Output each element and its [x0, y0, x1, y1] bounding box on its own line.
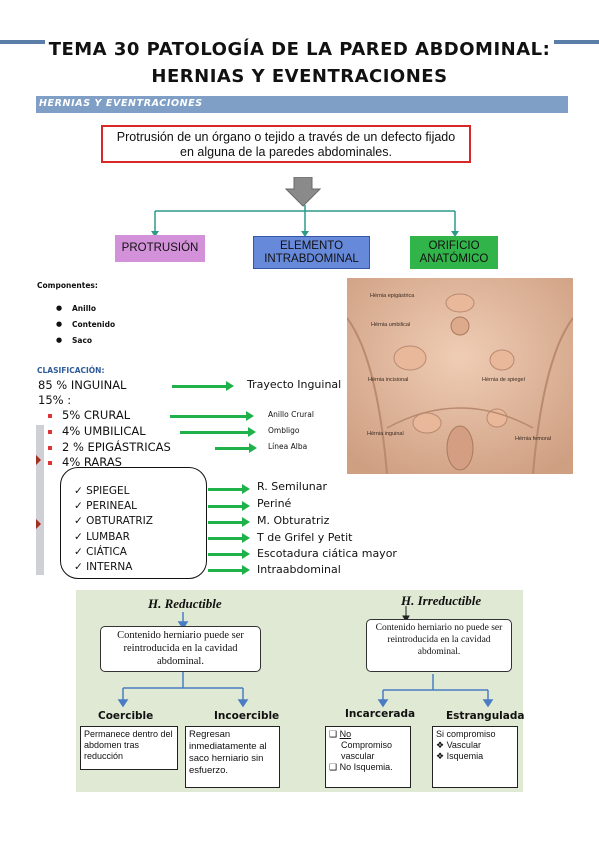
- section-header: HERNIAS Y EVENTRACIONES: [36, 96, 568, 113]
- incarcerada-line: ❑ No: [329, 729, 352, 739]
- anatomy-image: Hérnia epigástrica Hérnia umbilical Hérn…: [347, 278, 573, 474]
- diagram-connectors: [117, 606, 494, 708]
- tag-orificio: ORIFICIO ANATÓMICO: [410, 236, 498, 269]
- list-item: Saco: [56, 336, 115, 352]
- incarcerada-line: ❑ No Isquemia.: [329, 762, 393, 772]
- checkbox-icon: ❑: [329, 729, 338, 739]
- reductible-title: H. Reductible: [148, 596, 222, 611]
- epigastrica-text: 2 % EPIGÁSTRICAS: [62, 440, 171, 454]
- umbilical-text: 4% UMBILICAL: [62, 424, 146, 438]
- incarcerada-line: Compromiso vascular: [341, 740, 393, 761]
- checkbox-icon: ❑: [329, 762, 338, 772]
- umbilical-dest: Ombligo: [268, 426, 300, 435]
- percent-15: 15% :: [38, 393, 72, 407]
- classification-label: CLASIFICACIÓN:: [37, 366, 105, 375]
- components-list: Anillo Contenido Saco: [56, 304, 115, 352]
- rare-dest: Periné: [257, 497, 292, 510]
- inguinal-dest: Trayecto Inguinal: [247, 378, 342, 391]
- arrow-right-icon: [208, 484, 250, 494]
- anatomy-label: Hérnia inguinal: [367, 431, 404, 437]
- incarcerada-box: ❑ No Compromiso vascular ❑ No Isquemia.: [325, 726, 411, 788]
- torso-illustration: [347, 278, 573, 474]
- components-label: Componentes:: [37, 281, 98, 290]
- anatomy-label: Hérnia de spiegel: [482, 377, 525, 383]
- section-header-label: HERNIAS Y EVENTRACIONES: [39, 98, 203, 109]
- arrow-right-icon: [170, 411, 254, 421]
- estrangulada-line: Si compromiso: [436, 729, 496, 739]
- estrangulada-box: Si compromiso ❖ Vascular ❖ Isquemia: [432, 726, 518, 788]
- bullet-icon: [48, 414, 52, 418]
- inguinal-text: 85 % INGUINAL: [38, 378, 127, 392]
- epigastrica-dest: Línea Alba: [268, 442, 308, 451]
- arrow-right-icon: [208, 533, 250, 543]
- rare-item: ✓ PERINEAL: [74, 500, 138, 512]
- rare-hernias-box: [60, 467, 207, 579]
- page-title: TEMA 30 PATOLOGÍA DE LA PARED ABDOMINAL:…: [0, 36, 599, 90]
- rare-dest: R. Semilunar: [257, 480, 328, 493]
- anatomy-label: Hérnia umbilical: [371, 322, 411, 328]
- arrow-right-icon: [208, 565, 250, 575]
- diamond-bullet-icon: ❖: [436, 751, 445, 761]
- down-arrow-icon: [285, 177, 321, 207]
- arrow-right-icon: [215, 443, 257, 453]
- rare-item: ✓ CIÁTICA: [74, 546, 127, 558]
- rare-item: ✓ OBTURATRIZ: [74, 515, 153, 527]
- estrangulada-line: ❖ Vascular: [436, 740, 481, 750]
- marker-icon: [36, 455, 41, 465]
- incarcerada-title: Incarcerada: [345, 708, 416, 720]
- crural-text: 5% CRURAL: [62, 408, 131, 422]
- reducibility-diagram: H. Reductible H. Irreductible Contenido …: [76, 590, 525, 792]
- estrangulada-line: ❖ Isquemia: [436, 751, 484, 761]
- arrow-right-icon: [208, 549, 250, 559]
- raras-text: 4% RARAS: [62, 455, 122, 469]
- title-line-1: TEMA 30 PATOLOGÍA DE LA PARED ABDOMINAL:: [44, 36, 555, 63]
- estrangulada-title: Estrangulada: [446, 710, 525, 722]
- anatomy-label: Hérnia epigástrica: [370, 293, 415, 299]
- incoercible-title: Incoercible: [214, 710, 280, 722]
- irreductible-box: Contenido herniario no puede ser reintro…: [366, 619, 512, 672]
- tag-elemento: ELEMENTO INTRABDOMINAL: [253, 236, 370, 269]
- marker-icon: [36, 519, 41, 529]
- tag-protrusion: PROTRUSIÓN: [115, 235, 205, 262]
- rare-item: ✓ SPIEGEL: [74, 485, 130, 497]
- list-item: Contenido: [56, 320, 115, 336]
- rare-dest: Intraabdominal: [257, 563, 341, 576]
- title-line-2: HERNIAS Y EVENTRACIONES: [151, 66, 448, 87]
- coercible-title: Coercible: [98, 710, 154, 722]
- definition-box: Protrusión de un órgano o tejido a travé…: [101, 125, 471, 163]
- arrow-right-icon: [208, 517, 250, 527]
- bullet-icon: [48, 430, 52, 434]
- reductible-box: Contenido herniario puede ser reintroduc…: [100, 626, 261, 672]
- bullet-icon: [48, 461, 52, 465]
- rare-item: ✓ LUMBAR: [74, 531, 130, 543]
- incoercible-box: Regresan inmediatamente al saco herniari…: [185, 726, 280, 788]
- anatomy-label: Hérnia incisional: [368, 377, 409, 383]
- anatomy-label: Hérnia femoral: [515, 436, 552, 442]
- irreductible-title: H. Irreductible: [401, 593, 482, 608]
- rare-item: ✓ INTERNA: [74, 561, 133, 573]
- crural-dest: Anillo Crural: [268, 410, 314, 419]
- arrow-right-icon: [208, 501, 250, 511]
- coercible-box: Permanece dentro del abdomen tras reducc…: [80, 726, 178, 770]
- list-item: Anillo: [56, 304, 115, 320]
- rare-dest: Escotadura ciática mayor: [257, 547, 397, 560]
- side-bar: [36, 425, 44, 575]
- branch-connector: [151, 205, 459, 237]
- arrow-right-icon: [172, 381, 234, 391]
- diamond-bullet-icon: ❖: [436, 740, 445, 750]
- rare-dest: T de Grifel y Petit: [257, 531, 353, 544]
- rare-dest: M. Obturatriz: [257, 514, 330, 527]
- arrow-right-icon: [180, 427, 256, 437]
- bullet-icon: [48, 446, 52, 450]
